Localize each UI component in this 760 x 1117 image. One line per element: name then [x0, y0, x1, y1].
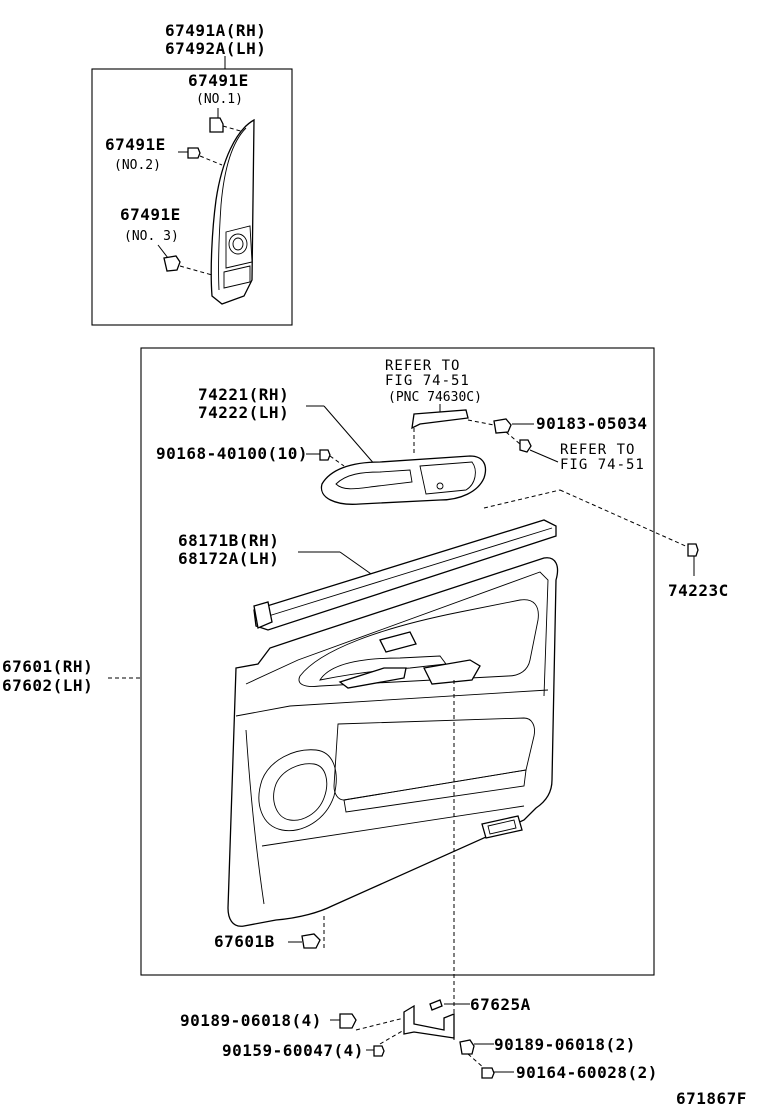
callout-90164: 90164-60028(2) — [516, 1063, 658, 1082]
clip-90189-2 — [459, 1039, 475, 1055]
callout-67492A: 67492A(LH) — [165, 39, 266, 58]
callout-67491E-no3: 67491E — [120, 205, 181, 224]
armrest-cover-group: 67491A(RH) 67492A(LH) 67491E (NO.1) 6749… — [91, 21, 293, 326]
refer-note-1-line3: (PNC 74630C) — [388, 390, 482, 405]
clip-90189-4 — [339, 1013, 357, 1029]
clip-90183 — [493, 418, 512, 434]
callout-74221: 74221(RH) — [198, 385, 289, 404]
callout-68172A: 68172A(LH) — [178, 549, 279, 568]
clip-74223C — [687, 543, 699, 557]
callout-67602: 67602(LH) — [2, 676, 93, 695]
clip-67491E-no1 — [209, 117, 224, 133]
callout-67601B: 67601B — [214, 932, 275, 951]
armrest-cover-panel — [210, 118, 255, 305]
refer-note-1-line2: FIG 74-51 — [385, 373, 470, 389]
callout-90183: 90183-05034 — [536, 414, 647, 433]
callout-67491A: 67491A(RH) — [165, 21, 266, 40]
callout-74222: 74222(LH) — [198, 403, 289, 422]
refer-note-2-line2: FIG 74-51 — [560, 457, 645, 473]
speaker-grille — [258, 749, 337, 832]
clip-67491E-no3 — [163, 255, 181, 272]
window-switch-bezel — [379, 631, 417, 653]
bracket-67625A — [403, 1004, 455, 1039]
callout-67601: 67601(RH) — [2, 657, 93, 676]
callout-67491E-no1: 67491E — [188, 71, 249, 90]
callout-90189-2: 90189-06018(2) — [494, 1035, 636, 1054]
refer-note-1-line1: REFER TO — [385, 358, 460, 374]
callout-67491E-no3-sub: (NO. 3) — [124, 229, 179, 244]
door-trim-board-67601 — [227, 557, 559, 927]
callout-90189-4: 90189-06018(4) — [180, 1011, 322, 1030]
pull-handle-bracket — [411, 409, 469, 430]
callout-90168: 90168-40100(10) — [156, 444, 308, 463]
clip-67491E-no2 — [187, 147, 201, 159]
diagram-id: 671867F — [676, 1089, 747, 1108]
callout-67491E-no2: 67491E — [105, 135, 166, 154]
screw-90164 — [481, 1067, 495, 1079]
callout-67625A: 67625A — [470, 995, 531, 1014]
armrest-cover-frame — [91, 68, 293, 326]
weatherstrip-68171B — [253, 519, 557, 631]
door-trim-frame — [140, 347, 655, 976]
door-pocket-light — [481, 815, 523, 839]
bracket-group-67625A: 67625A 90189-06018(4) 90159-60047(4) 901… — [180, 995, 658, 1082]
callout-74223C: 74223C — [668, 581, 729, 600]
refer-note-1: REFER TO FIG 74-51 (PNC 74630C) — [385, 358, 482, 456]
refer-note-2-line1: REFER TO — [560, 442, 635, 458]
callout-68171B: 68171B(RH) — [178, 531, 279, 550]
screw-90168 — [319, 449, 331, 461]
callout-90159: 90159-60047(4) — [222, 1041, 364, 1060]
screw-90159 — [373, 1045, 385, 1057]
screw-refer-2 — [519, 439, 532, 453]
callout-67491E-no2-sub: (NO.2) — [114, 158, 161, 173]
clip-67601B — [301, 933, 321, 949]
armrest-base-74221 — [320, 455, 487, 505]
callout-67491E-no1-sub: (NO.1) — [196, 92, 243, 107]
